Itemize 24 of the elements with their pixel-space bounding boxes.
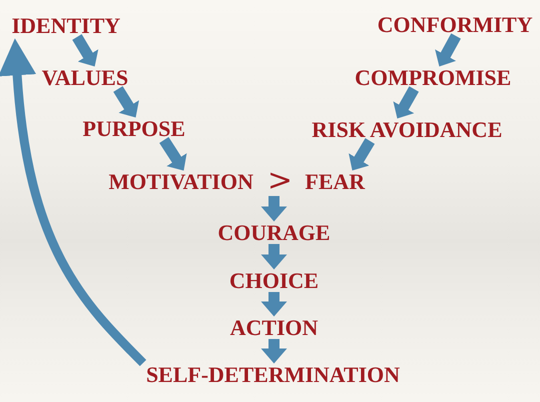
term-label: IDENTITY [12,15,120,37]
term-label: VALUES [42,67,128,89]
term-label: CONFORMITY [377,14,533,36]
block-arrow [348,138,375,171]
term-label: FEAR [305,171,365,193]
term-label: RISK AVOIDANCE [312,119,502,141]
block-arrow [393,86,419,119]
block-arrow [261,244,287,270]
term-label: PURPOSE [82,118,186,140]
block-arrow [435,33,461,66]
term-label: SELF-DETERMINATION [146,364,400,386]
term-label: CHOICE [229,270,319,292]
block-arrow [261,339,287,364]
block-arrow [72,34,98,67]
term-label: COURAGE [218,222,330,244]
block-arrow [261,196,287,222]
comparison-sign: > [267,166,293,196]
term-label: COMPROMISE [354,67,512,89]
block-arrow [261,292,287,316]
term-label: ACTION [230,317,318,339]
curved-arrow [0,38,146,366]
term-label: MOTIVATION [108,171,254,193]
block-arrow [159,137,187,171]
block-arrow [113,86,140,118]
